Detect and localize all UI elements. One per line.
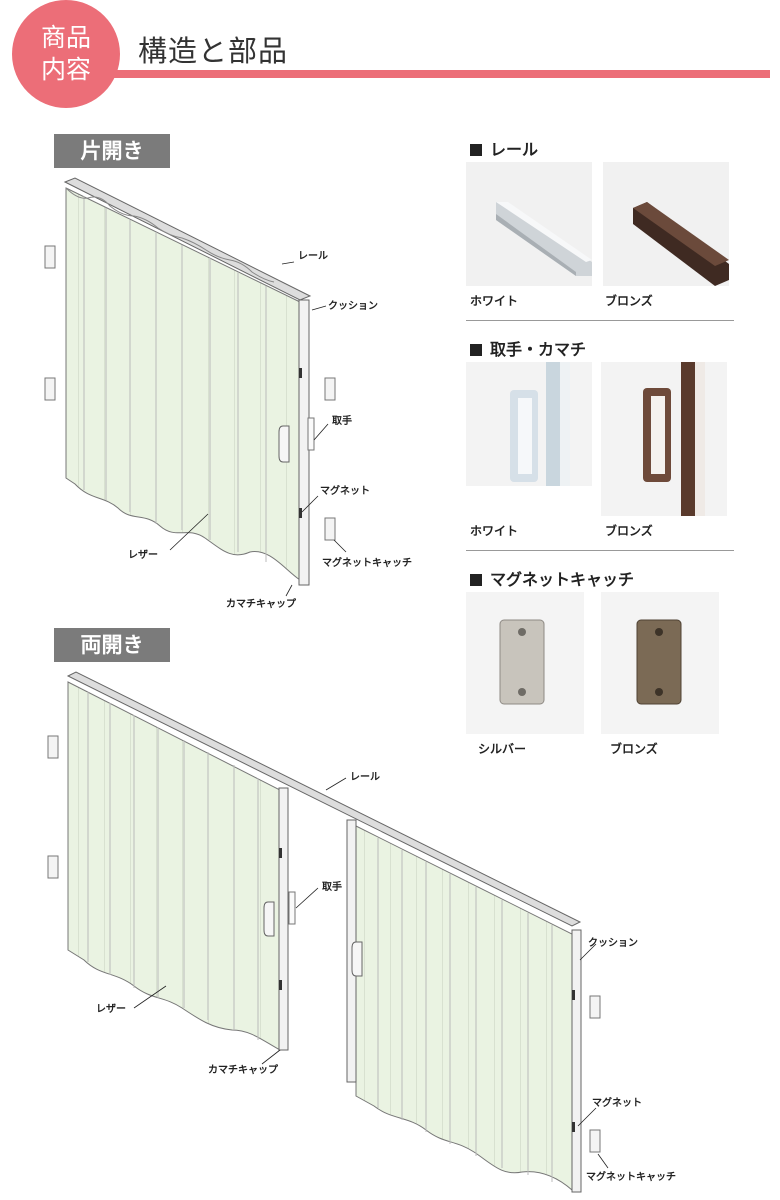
label-magnet-catch-single: マグネットキャッチ <box>322 556 412 569</box>
rail-heading-text: レール <box>490 140 539 159</box>
divider <box>466 320 734 321</box>
magnet-catch-silver-photo <box>466 592 584 734</box>
label-rail-single: レール <box>298 251 328 262</box>
wall-bracket <box>44 245 56 269</box>
magnet-mark <box>279 848 282 858</box>
rail-bronze-caption: ブロンズ <box>605 294 653 308</box>
rail <box>66 671 582 927</box>
handle-heading: 取手・カマチ <box>470 336 586 360</box>
right-handle <box>351 941 363 977</box>
magnet-catch-bronze-photo <box>601 592 719 734</box>
square-bullet-icon <box>470 574 482 586</box>
rail-white-photo <box>466 162 592 286</box>
title-underline <box>100 70 770 78</box>
label-leather-double: レザー <box>96 1003 126 1015</box>
label-handle-single: 取手 <box>332 414 352 427</box>
label-magnet-catch-double: マグネットキャッチ <box>586 1170 676 1183</box>
double-open-tag: 両開き <box>54 628 170 662</box>
rail-heading: レール <box>470 136 538 160</box>
right-leather-curtain <box>355 825 573 1192</box>
left-kamachi-frame <box>278 787 289 1051</box>
handle-plate <box>307 417 315 451</box>
label-magnet-single: マグネット <box>320 484 370 497</box>
single-open-tag: 片開き <box>54 134 170 168</box>
magnet-catch-part <box>589 1129 601 1153</box>
magnet-catch-heading-text: マグネットキャッチ <box>490 570 635 589</box>
double-open-door <box>47 671 609 1193</box>
page-title: 構造と部品 <box>138 34 289 68</box>
magnet-mark <box>299 368 302 378</box>
side-frame <box>571 929 582 1193</box>
handle-bronze-caption: ブロンズ <box>605 524 653 538</box>
door-handle <box>278 425 290 463</box>
single-open-door <box>44 177 347 597</box>
divider <box>466 550 734 551</box>
magnet-mark <box>572 990 575 1000</box>
handle-heading-text: 取手・カマチ <box>490 340 587 359</box>
left-handle <box>263 901 275 937</box>
label-cushion-single: クッション <box>328 300 378 312</box>
magnet-catch-bronze-caption: ブロンズ <box>610 742 658 756</box>
badge-line-2: 内容 <box>40 55 91 84</box>
magnet-mark <box>572 1122 575 1132</box>
wall-bracket <box>47 735 59 759</box>
left-leather-curtain <box>67 681 281 1051</box>
label-kamachi-cap-single: カマチキャップ <box>226 597 297 610</box>
wall-bracket <box>324 377 336 401</box>
magnet-mark <box>299 508 302 518</box>
handle-white-photo <box>466 362 592 486</box>
label-magnet-double: マグネット <box>592 1096 642 1109</box>
label-rail-double: レール <box>350 772 380 783</box>
handle-plate <box>288 891 296 925</box>
label-kamachi-cap-double: カマチキャップ <box>208 1063 279 1076</box>
label-handle-double: 取手 <box>322 880 342 893</box>
square-bullet-icon <box>470 144 482 156</box>
label-leather-single: レザー <box>128 549 158 561</box>
magnet-catch-silver-caption: シルバー <box>478 742 527 756</box>
badge-line-1: 商品 <box>40 23 91 52</box>
handle-white-caption: ホワイト <box>470 524 519 538</box>
square-bullet-icon <box>470 344 482 356</box>
magnet-catch-part <box>324 517 336 541</box>
rail-bronze-photo <box>603 162 729 286</box>
wall-bracket <box>589 995 601 1019</box>
rail-white-caption: ホワイト <box>470 294 519 308</box>
category-badge: 商品 内容 <box>12 0 120 108</box>
wall-bracket <box>44 377 56 401</box>
wall-bracket <box>47 855 59 879</box>
leather-curtain <box>65 187 301 581</box>
magnet-catch-heading: マグネットキャッチ <box>470 566 634 590</box>
label-cushion-double: クッション <box>588 937 638 949</box>
magnet-mark <box>279 980 282 990</box>
handle-bronze-photo <box>601 362 727 516</box>
